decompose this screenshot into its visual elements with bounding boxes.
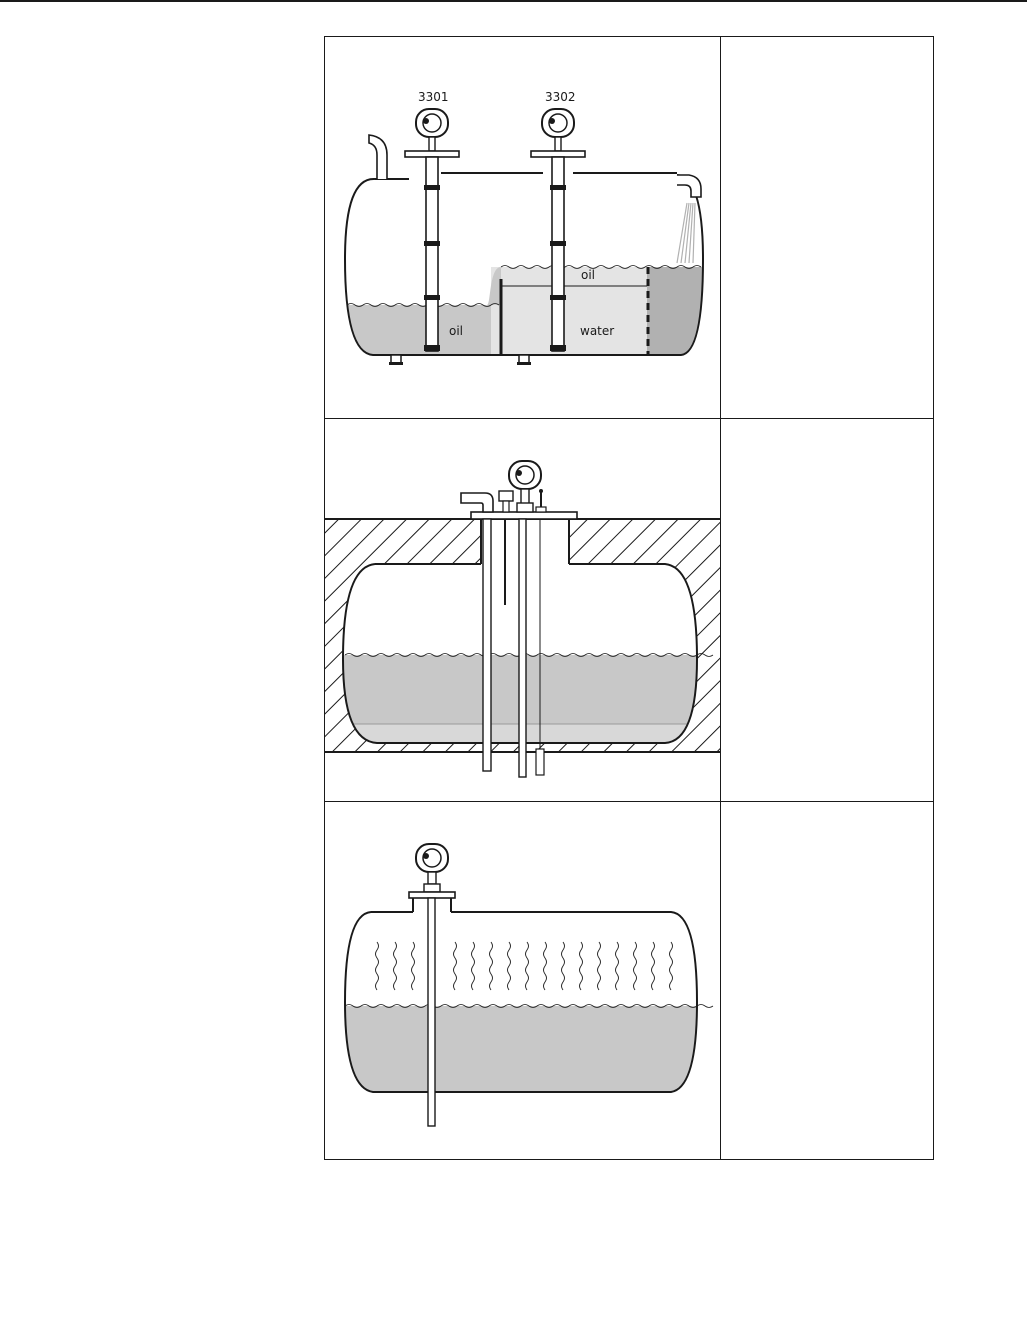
vapor-tank-diagram — [325, 802, 721, 1159]
figure-cell-3 — [325, 802, 721, 1159]
description-cell-3 — [721, 802, 933, 1159]
outlet-pipe — [677, 175, 701, 197]
header-rule — [0, 0, 1027, 2]
junction-box — [499, 491, 513, 501]
vapor-icon — [376, 942, 673, 990]
manhole-flange — [471, 512, 577, 519]
tank-liquid — [325, 267, 717, 367]
underground-tank-diagram — [325, 419, 721, 801]
figure-row-2 — [325, 419, 933, 802]
gauge-head — [509, 461, 541, 512]
drain-left — [391, 355, 401, 363]
figure-cell-1: 3301 3302 oil oil water — [325, 37, 721, 418]
vent-pipe — [461, 493, 493, 512]
label-3301: 3301 — [418, 90, 449, 104]
figure-cell-2 — [325, 419, 721, 801]
label-water: water — [580, 324, 614, 338]
probe-weight — [536, 749, 544, 775]
spray-icon — [677, 203, 695, 263]
label-oil-upper: oil — [581, 268, 595, 282]
tank-liquid — [325, 1006, 721, 1096]
inlet-pipe — [369, 135, 387, 179]
description-cell-2 — [721, 419, 933, 801]
probe-rod — [428, 898, 435, 1126]
figure-table: 3301 3302 oil oil water — [324, 36, 934, 1160]
figure-row-1: 3301 3302 oil oil water — [325, 37, 933, 419]
label-3302: 3302 — [545, 90, 576, 104]
label-oil-lower: oil — [449, 324, 463, 338]
separator-tank-diagram: 3301 3302 oil oil water — [325, 37, 721, 418]
still-pipe — [483, 519, 491, 771]
probe-rod — [519, 519, 526, 777]
drain-right — [519, 355, 529, 363]
description-cell-1 — [721, 37, 933, 418]
figure-row-3 — [325, 802, 933, 1159]
